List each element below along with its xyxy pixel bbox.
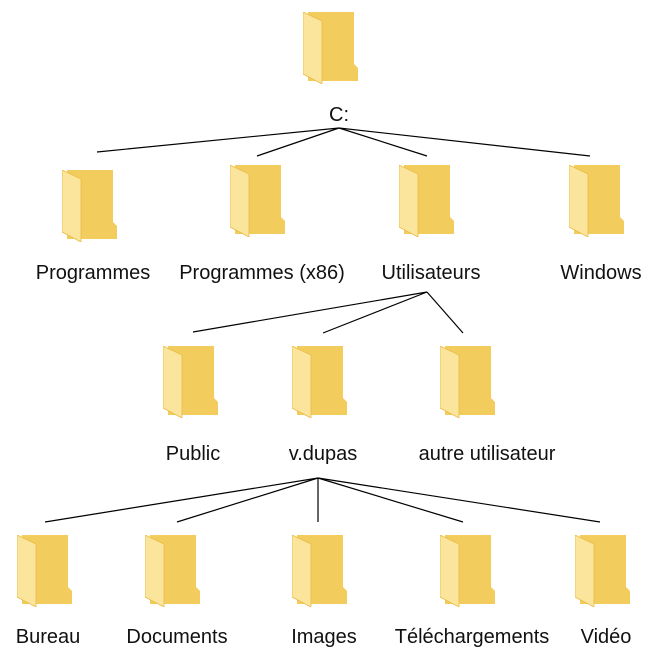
node-label: Documents: [126, 626, 228, 648]
edge-c-windows: [338, 127, 591, 157]
node-label: Programmes: [35, 262, 151, 284]
edge-vdupas-documents: [176, 477, 319, 523]
node-label: Windows: [560, 262, 642, 284]
node-label: Vidéo: [580, 626, 632, 648]
edge-vdupas-bureau: [44, 477, 319, 523]
edge-vdupas-video: [317, 477, 601, 523]
folder-icon[interactable]: [144, 534, 201, 608]
folder-icon[interactable]: [398, 164, 455, 238]
folder-icon[interactable]: [162, 345, 219, 419]
edge-c-programmes-x86: [256, 127, 340, 157]
node-label: C:: [329, 104, 349, 126]
node-label: Téléchargements: [394, 626, 550, 648]
folder-icon[interactable]: [229, 164, 286, 238]
folder-icon[interactable]: [291, 345, 348, 419]
folder-icon[interactable]: [302, 11, 359, 85]
node-label: autre utilisateur: [418, 443, 556, 465]
edge-utilisateurs-public: [192, 291, 428, 333]
folder-icon[interactable]: [574, 534, 631, 608]
edge-c-programmes: [96, 127, 340, 153]
edge-utilisateurs-vdupas: [322, 291, 428, 334]
edge-vdupas-telechargements: [317, 477, 464, 523]
folder-icon[interactable]: [439, 534, 496, 608]
folder-icon[interactable]: [291, 534, 348, 608]
edge-c-utilisateurs: [338, 127, 428, 157]
node-label: Utilisateurs: [381, 262, 481, 284]
node-label: Images: [291, 626, 357, 648]
folder-icon[interactable]: [568, 164, 625, 238]
folder-icon[interactable]: [439, 345, 496, 419]
node-label: v.dupas: [288, 443, 358, 465]
node-label: Public: [165, 443, 221, 465]
node-label: Bureau: [15, 626, 81, 648]
folder-icon[interactable]: [61, 169, 118, 243]
folder-icon[interactable]: [16, 534, 73, 608]
edge-utilisateurs-autre: [426, 291, 464, 334]
node-label: Programmes (x86): [179, 262, 345, 284]
